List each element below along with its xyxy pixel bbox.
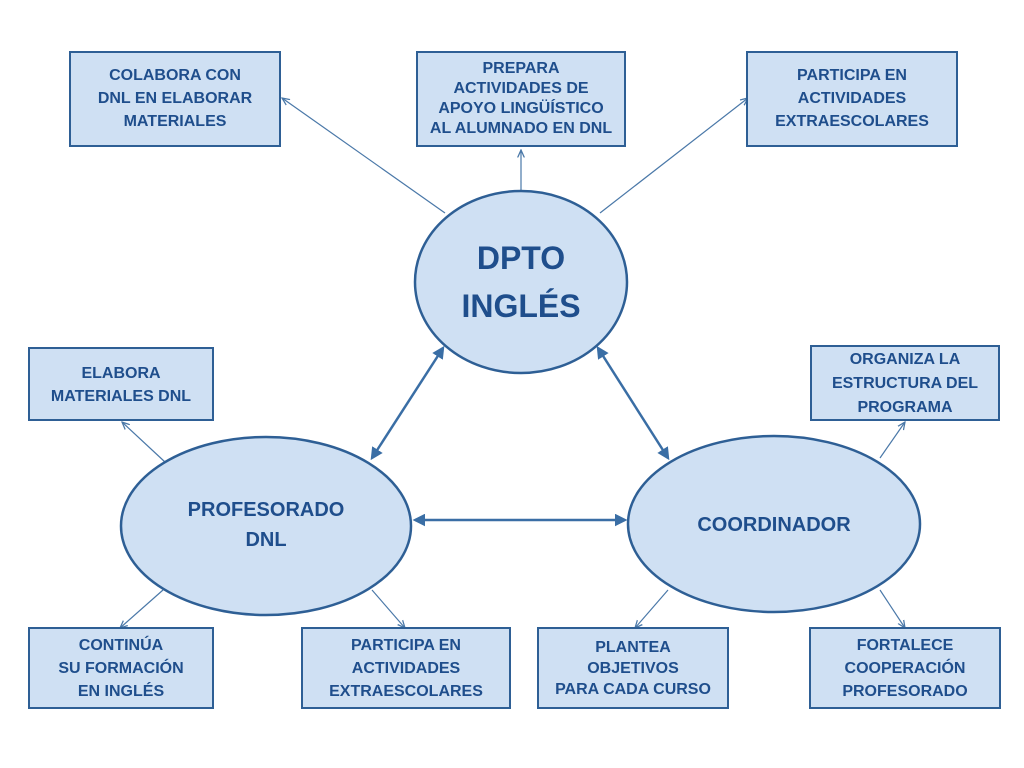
box-colabora-line-3: MATERIALES <box>124 113 227 130</box>
box-fortalece: FORTALECE COOPERACIÓN PROFESORADO <box>809 627 1001 709</box>
box-participa-bottom-line-2: ACTIVIDADES <box>352 660 461 677</box>
box-colabora-line-2: DNL EN ELABORAR <box>98 90 253 107</box>
box-plantea-line-1: PLANTEA <box>595 639 671 656</box>
box-fortalece-line-2: COOPERACIÓN <box>845 658 966 677</box>
node-profesorado-line-1: PROFESORADO <box>188 499 345 521</box>
box-organiza-line-2: ESTRUCTURA DEL <box>832 375 978 392</box>
connector-coordinador-plantea <box>635 589 669 628</box>
box-elabora-line-1: ELABORA <box>81 365 161 382</box>
box-continua-line-3: EN INGLÉS <box>78 681 165 700</box>
box-elabora-line-2: MATERIALES DNL <box>51 388 191 405</box>
arrow-dpto-profesorado <box>370 345 445 461</box>
node-coordinador-line-1: COORDINADOR <box>697 514 851 536</box>
box-participa-top-line-1: PARTICIPA EN <box>797 67 907 84</box>
box-continua-line-1: CONTINÚA <box>79 635 164 654</box>
node-profesorado-line-2: DNL <box>245 529 286 551</box>
box-fortalece-line-1: FORTALECE <box>857 637 954 654</box>
box-fortalece-line-3: PROFESORADO <box>842 683 967 700</box>
connector-profesorado-continua <box>120 589 164 628</box>
box-prepara-line-4: AL ALUMNADO EN DNL <box>430 120 612 137</box>
node-dpto-ingles: DPTO INGLÉS <box>413 189 629 375</box>
node-dpto-line-1: DPTO <box>477 240 565 276</box>
connector-coordinador-organiza <box>879 422 905 459</box>
box-participa-top-line-3: EXTRAESCOLARES <box>775 113 929 130</box>
connector-profesorado-elabora <box>122 422 166 463</box>
box-plantea-line-2: OBJETIVOS <box>587 660 679 677</box>
connector-profesorado-participa-bottom <box>371 589 405 628</box>
box-participa-top-line-2: ACTIVIDADES <box>798 90 907 107</box>
box-continua: CONTINÚA SU FORMACIÓN EN INGLÉS <box>28 627 214 709</box>
box-organiza: ORGANIZA LA ESTRUCTURA DEL PROGRAMA <box>810 345 1000 421</box>
box-organiza-line-3: PROGRAMA <box>857 399 953 416</box>
box-plantea: PLANTEA OBJETIVOS PARA CADA CURSO <box>537 627 729 709</box>
box-continua-line-2: SU FORMACIÓN <box>58 658 183 677</box>
box-prepara-line-2: ACTIVIDADES DE <box>453 80 588 97</box>
box-prepara: PREPARA ACTIVIDADES DE APOYO LINGÜÍSTICO… <box>416 51 626 147</box>
box-elabora: ELABORA MATERIALES DNL <box>28 347 214 421</box>
box-participa-top: PARTICIPA EN ACTIVIDADES EXTRAESCOLARES <box>746 51 958 147</box>
box-prepara-line-1: PREPARA <box>482 60 559 77</box>
node-coordinador: COORDINADOR <box>626 434 922 614</box>
node-dpto-line-2: INGLÉS <box>461 288 580 324</box>
box-participa-bottom-line-3: EXTRAESCOLARES <box>329 683 483 700</box>
box-organiza-line-1: ORGANIZA LA <box>850 351 961 368</box>
box-colabora: COLABORA CON DNL EN ELABORAR MATERIALES <box>69 51 281 147</box>
box-participa-bottom-line-1: PARTICIPA EN <box>351 637 461 654</box>
connector-coordinador-fortalece <box>879 589 905 628</box>
node-profesorado-dnl: PROFESORADO DNL <box>119 435 413 617</box>
box-prepara-line-3: APOYO LINGÜÍSTICO <box>438 98 603 117</box>
box-colabora-line-1: COLABORA CON <box>109 67 241 84</box>
arrow-dpto-coordinador <box>596 345 670 461</box>
box-participa-bottom: PARTICIPA EN ACTIVIDADES EXTRAESCOLARES <box>301 627 511 709</box>
box-plantea-line-3: PARA CADA CURSO <box>555 681 711 698</box>
connector-dpto-colabora <box>282 98 446 214</box>
connector-dpto-participa-top <box>599 98 748 214</box>
